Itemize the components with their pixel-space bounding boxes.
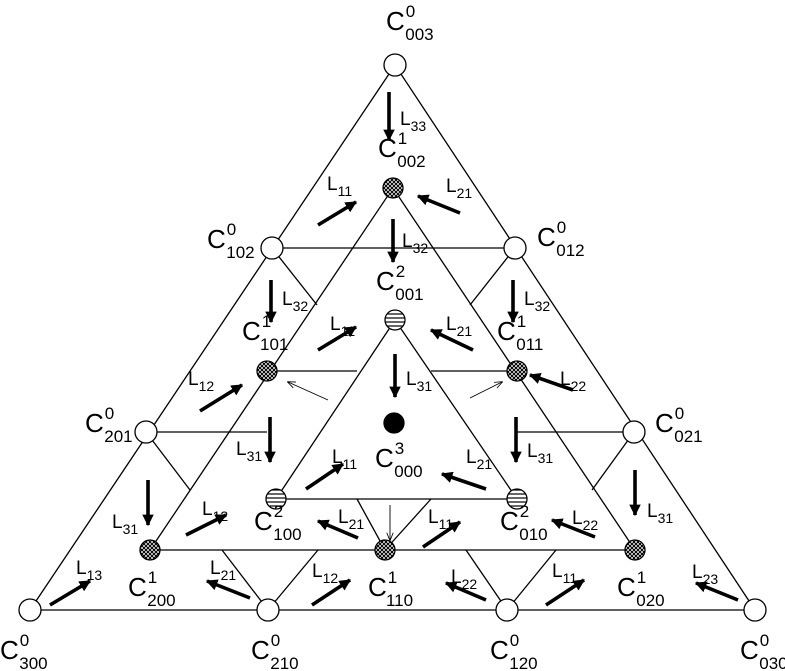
- outer-triangle: [28, 63, 757, 611]
- operator-label-L11-1: L11: [327, 174, 352, 199]
- operator-label-L12-8: L12: [188, 369, 214, 394]
- operator-label-L11-18: L11: [428, 507, 453, 532]
- operator-label-L31-15: L31: [112, 512, 138, 537]
- operator-arrow-L22-19: [550, 518, 596, 539]
- operator-arrow-L21-14: [440, 471, 487, 491]
- operator-arrow-L23-26: [694, 581, 739, 602]
- node-c300: [18, 598, 42, 622]
- operator-label-L11-13: L11: [332, 447, 357, 472]
- operator-label-L32-5: L32: [524, 289, 550, 314]
- node-c1_101: [256, 360, 278, 382]
- operator-arrow-L11-13: [304, 462, 345, 491]
- operator-label-L32-3: L32: [402, 231, 428, 256]
- node-c2_001: [384, 309, 406, 331]
- operator-arrow-L22-24: [444, 581, 487, 602]
- node-c201: [134, 420, 158, 444]
- operator-label-L21-22: L21: [210, 558, 236, 583]
- node-c1_020: [624, 539, 646, 561]
- node-c1_002: [382, 177, 404, 199]
- node-c3_000: [383, 412, 405, 434]
- operator-label-L31-20: L31: [647, 501, 673, 526]
- operator-label-L11-6: L11: [330, 314, 355, 339]
- node-c012: [503, 236, 527, 260]
- node-c2_100: [265, 488, 287, 510]
- operator-arrow-L11-1: [317, 200, 357, 227]
- operator-arrow-L11-25: [545, 578, 585, 607]
- operator-arrow-L12-8: [199, 383, 243, 413]
- thin-arrows: [288, 382, 502, 540]
- node-c1_011: [506, 360, 528, 382]
- operator-label-L21-17: L21: [338, 507, 364, 532]
- node-c021: [622, 420, 646, 444]
- operator-label-L11-25: L11: [552, 561, 577, 586]
- operator-label-L33-0: L33: [400, 109, 426, 134]
- operator-arrow-L21-17: [316, 519, 359, 540]
- node-c102: [260, 236, 284, 260]
- operator-arrow-L21-2: [416, 194, 461, 215]
- node-c1_110: [374, 539, 396, 561]
- node-c210: [256, 598, 280, 622]
- node-c1_200: [139, 539, 161, 561]
- operator-label-L21-14: L21: [466, 447, 492, 472]
- node-c2_010: [506, 488, 528, 510]
- operator-label-L22-10: L22: [560, 369, 586, 394]
- operator-arrow-L13-21: [49, 579, 91, 607]
- node-c030: [743, 598, 767, 622]
- operator-label-L31-9: L31: [406, 369, 432, 394]
- nodes: [18, 53, 767, 622]
- operator-label-L21-7: L21: [446, 314, 472, 339]
- operator-arrow-L21-22: [205, 579, 251, 600]
- operator-arrow-L11-18: [421, 520, 462, 549]
- operator-label-L21-2: L21: [446, 176, 472, 201]
- node-c120: [495, 598, 519, 622]
- thin-arrow-right: [469, 382, 502, 399]
- operator-label-L31-12: L31: [527, 441, 553, 466]
- operator-arrow-L11-6: [317, 325, 357, 352]
- operator-label-L32-4: L32: [282, 289, 308, 314]
- operator-arrow-L22-10: [528, 372, 574, 392]
- level2-triangle: [274, 318, 519, 500]
- operator-label-L23-26: L23: [692, 562, 718, 587]
- node-c003: [383, 53, 407, 77]
- operator-arrow-L12-16: [185, 513, 228, 537]
- operator-label-L22-24: L22: [451, 567, 477, 592]
- operator-arrow-L12-23: [311, 578, 351, 607]
- operator-label-L12-23: L12: [312, 561, 338, 586]
- operator-arrows: [49, 92, 739, 607]
- operator-label-L12-16: L12: [202, 499, 228, 524]
- thin-arrow-left: [288, 382, 329, 401]
- operator-arrow-L21-7: [429, 328, 474, 352]
- operator-label-L22-19: L22: [572, 508, 598, 533]
- operator-label-L13-21: L13: [76, 558, 102, 583]
- operator-label-L31-11: L31: [236, 439, 262, 464]
